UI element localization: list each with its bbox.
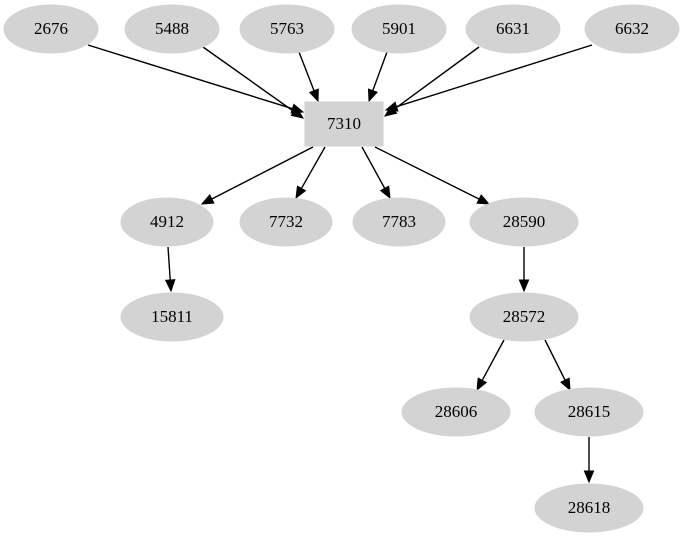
nodes-layer: 2676 5488 5763 5901 6631 6632 7310 4912 7732 7783… [3,4,680,533]
graph-node-6632[interactable]: 6632 [584,4,680,54]
node-box[interactable] [304,101,384,147]
graph-node-15811[interactable]: 15811 [120,292,224,342]
edge-28615-to-28618 [583,437,595,484]
edge-line [167,246,171,281]
node-ellipse[interactable] [534,387,644,437]
edge-5763-to-7310 [298,51,319,103]
node-ellipse[interactable] [401,387,511,437]
graph-node-28606[interactable]: 28606 [401,387,511,437]
node-ellipse[interactable] [239,197,333,247]
arrowhead-icon [518,279,530,293]
node-ellipse[interactable] [239,4,335,54]
edge-4912-to-15811 [164,246,176,293]
edge-7310-to-7783 [361,146,391,200]
graph-node-28572[interactable]: 28572 [469,292,579,342]
edge-line [300,146,326,189]
edge-line [202,46,295,113]
node-ellipse[interactable] [534,483,644,533]
graph-node-5901[interactable]: 5901 [351,4,447,54]
edge-28572-to-28615 [544,339,571,392]
edge-5488-to-7310 [202,46,305,119]
edges-layer [87,44,595,484]
arrowhead-icon [295,185,307,200]
node-ellipse[interactable] [584,4,680,54]
arrowhead-icon [308,88,319,103]
edge-7310-to-28590 [374,146,491,205]
arrowhead-icon [200,193,215,205]
node-ellipse[interactable] [469,292,579,342]
edge-28590-to-28572 [518,247,530,293]
graph-node-4912[interactable]: 4912 [120,197,214,247]
edge-line [481,339,505,381]
graph-node-5763[interactable]: 5763 [239,4,335,54]
graph-node-2676[interactable]: 2676 [3,4,99,54]
edge-6632-to-7310 [384,44,593,112]
edge-line [396,44,593,108]
edge-line [374,146,480,200]
arrowhead-icon [290,106,305,119]
edge-line [393,46,480,111]
arrowhead-icon [476,194,491,205]
edge-line [87,44,293,110]
arrowhead-icon [379,185,391,200]
graph-node-7310[interactable]: 7310 [304,101,384,147]
graph-node-5488[interactable]: 5488 [124,4,220,54]
graph-node-7732[interactable]: 7732 [239,197,333,247]
edge-line [372,51,388,91]
edge-7310-to-7732 [295,146,326,200]
node-ellipse[interactable] [351,4,447,54]
edge-line [211,146,314,200]
graph-node-7783[interactable]: 7783 [352,197,446,247]
node-ellipse[interactable] [469,197,579,247]
graph-node-28615[interactable]: 28615 [534,387,644,437]
edge-line [298,51,315,91]
arrowhead-icon [560,377,571,392]
node-ellipse[interactable] [120,292,224,342]
arrowhead-icon [164,279,176,293]
edge-7310-to-4912 [200,146,314,205]
edge-28572-to-28606 [476,339,505,392]
arrowhead-icon [367,88,378,103]
node-ellipse[interactable] [124,4,220,54]
edge-5901-to-7310 [367,51,388,103]
edge-2676-to-7310 [87,44,305,114]
graph-node-28590[interactable]: 28590 [469,197,579,247]
node-ellipse[interactable] [465,4,561,54]
arrowhead-icon [384,101,399,112]
arrowhead-icon [476,377,488,392]
graph-node-28618[interactable]: 28618 [534,483,644,533]
edge-line [361,146,386,189]
edge-line [544,339,566,381]
node-ellipse[interactable] [352,197,446,247]
graph-node-6631[interactable]: 6631 [465,4,561,54]
arrowhead-icon [583,470,595,484]
node-ellipse[interactable] [120,197,214,247]
node-ellipse[interactable] [3,4,99,54]
